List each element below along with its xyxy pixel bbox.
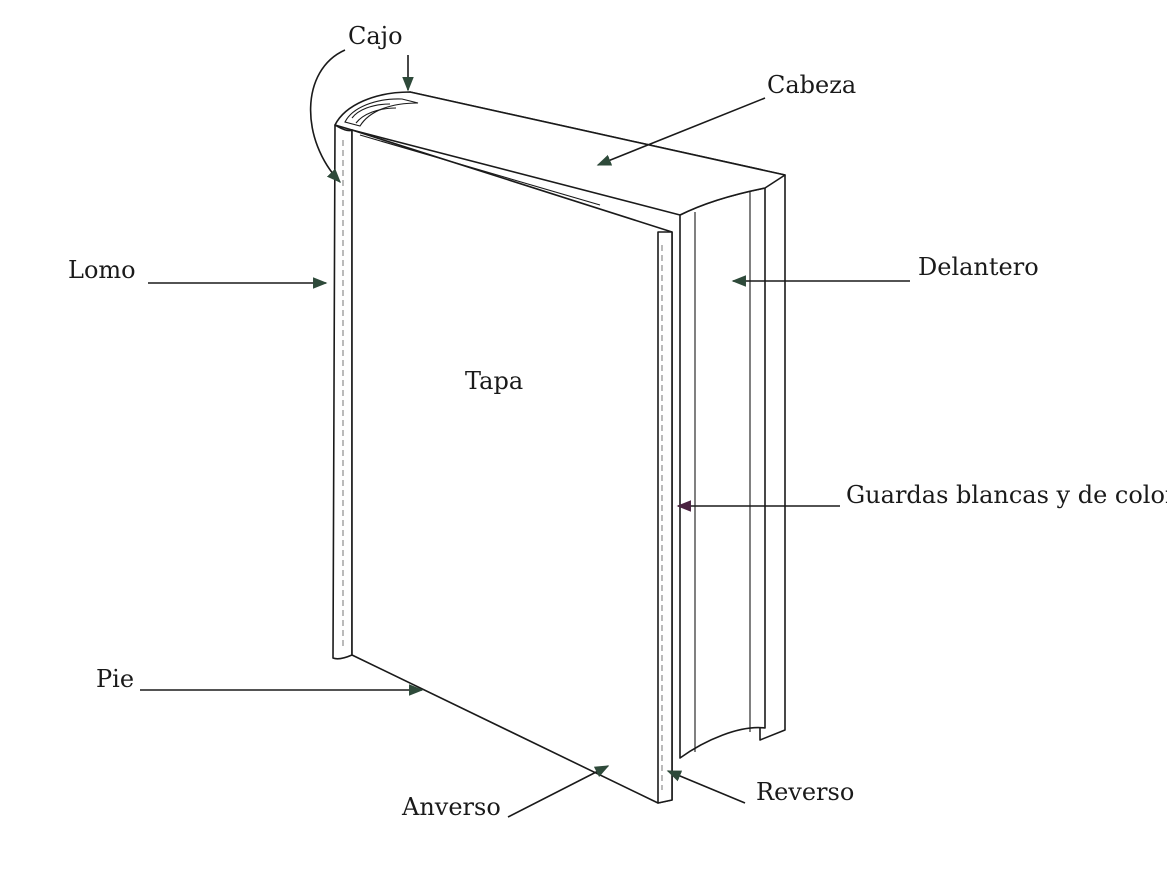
page-block [679, 187, 766, 759]
spine [332, 124, 353, 660]
front-cover-edge [657, 231, 673, 804]
front-cover [351, 129, 673, 804]
labels: Cajo Cabeza Lomo Delantero Tapa Guardas … [68, 22, 1167, 821]
label-cajo: Cajo [348, 22, 403, 50]
cajo-arrow-curved [309, 49, 346, 184]
label-cabeza: Cabeza [767, 71, 856, 99]
label-delantero: Delantero [918, 253, 1039, 281]
label-reverso: Reverso [756, 778, 854, 806]
headband [344, 98, 419, 127]
book-head [334, 91, 786, 216]
label-guardas: Guardas blancas y de color [846, 481, 1167, 509]
arrows [140, 49, 910, 818]
label-pie: Pie [96, 665, 134, 693]
reverso-arrow [666, 770, 746, 804]
book-illustration [332, 91, 786, 804]
cabeza-arrow [596, 97, 766, 166]
label-tapa: Tapa [465, 367, 523, 395]
label-lomo: Lomo [68, 256, 136, 284]
anverso-arrow [507, 765, 610, 818]
label-anverso: Anverso [401, 793, 501, 821]
